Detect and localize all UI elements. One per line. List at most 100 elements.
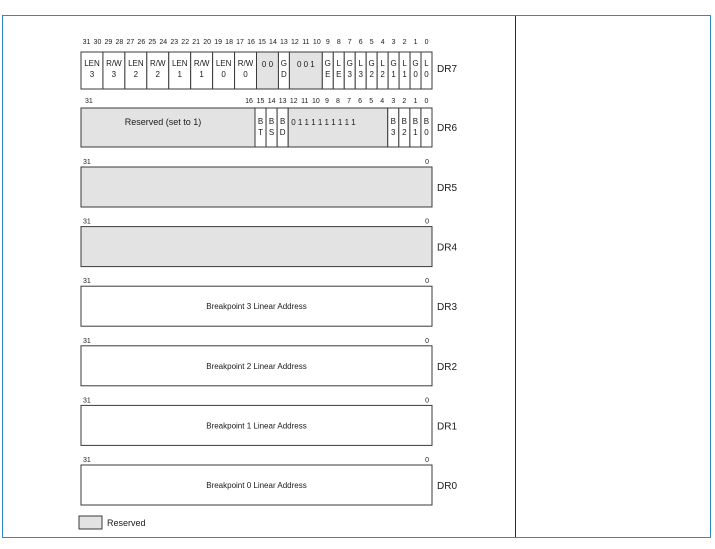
dr0-register-name: DR0 [437,481,457,492]
dr7-bit-number-23: 23 [170,39,178,46]
dr6-field-label-top-6: B [402,117,407,126]
dr6-bit-number-16: 16 [245,98,253,105]
dr1-register-name: DR1 [437,421,457,432]
column-divider [515,16,516,537]
dr7-bit-number-16: 16 [247,39,255,46]
dr7-field-label-bottom-19: 0 [413,70,418,79]
dr7-bit-number-17: 17 [236,39,244,46]
dr7-field-label-bottom-15: 2 [369,70,374,79]
dr7-field-label-top-17: G [390,59,396,68]
dr7-field-label-top-7: R/W [238,59,254,68]
dr7-bit-number-27: 27 [126,39,134,46]
dr7-field-label-bottom-12: E [336,70,341,79]
dr0-register-box [80,464,433,506]
dr2-register-name: DR2 [437,362,457,373]
dr2-msb-label: 31 [83,338,91,345]
dr4-msb-label: 31 [83,219,91,226]
dr7-field-label-bottom-9: D [281,70,287,79]
dr6-field-label-top-7: B [413,117,418,126]
dr7-field-label-top-13: G [347,59,353,68]
dr6-bit-number-3: 3 [391,98,395,105]
legend-reserved-label: Reserved [107,518,146,528]
dr6-bit-number-10: 10 [312,98,320,105]
dr4-lsb-label: 0 [425,219,429,226]
dr7-field-label-top-11: G [325,59,331,68]
dr6-field-label-top-1: B [258,117,263,126]
dr7-register-name: DR7 [437,64,457,75]
dr6-field-label-top-3: B [280,117,285,126]
dr6-field-label-4: 0 1 1 1 1 1 1 1 1 1 [291,118,356,127]
dr6-bit-number-14: 14 [268,98,276,105]
dr3-lsb-label: 0 [425,278,429,285]
dr7-bit-number-6: 6 [359,39,363,46]
dr7-bit-number-24: 24 [159,39,167,46]
dr2-lsb-label: 0 [425,338,429,345]
dr7-field-label-top-18: L [402,59,407,68]
dr6-bit-number-4: 4 [380,98,384,105]
dr7-bit-number-22: 22 [181,39,189,46]
dr6-field-cell-0 [80,107,256,148]
dr7-bit-number-8: 8 [337,39,341,46]
dr7-field-label-bottom-6: 0 [221,70,226,79]
dr6-field-label-bottom-7: 1 [413,128,418,137]
dr6-bit-number-9: 9 [325,98,329,105]
dr7-bit-number-19: 19 [214,39,222,46]
dr7-field-label-top-6: LEN [216,59,232,68]
dr7-field-label-bottom-3: 2 [156,70,161,79]
dr6-field-label-top-2: B [269,117,274,126]
dr7-bit-number-26: 26 [137,39,145,46]
dr4-register-box [80,226,433,268]
dr6-bit-number-0: 0 [425,98,429,105]
dr6-bit-number-7: 7 [347,98,351,105]
dr7-field-label-top-20: L [424,59,429,68]
dr6-bit-number-6: 6 [358,98,362,105]
dr7-field-label-top-19: G [412,59,418,68]
dr7-bit-number-5: 5 [370,39,374,46]
dr7-field-label-top-3: R/W [150,59,166,68]
dr7-bit-number-10: 10 [313,39,321,46]
dr7-field-label-top-2: LEN [128,59,144,68]
dr7-bit-number-4: 4 [381,39,385,46]
dr7-bit-number-13: 13 [280,39,288,46]
dr7-field-label-bottom-5: 1 [199,70,204,79]
dr7-bit-number-12: 12 [291,39,299,46]
dr1-register-box [80,404,433,446]
dr6-field-cell-8 [420,107,433,148]
dr7-field-label-top-1: R/W [106,59,122,68]
dr7-field-label-top-5: R/W [194,59,210,68]
dr7-field-label-bottom-20: 0 [424,70,429,79]
dr0-register-label: Breakpoint 0 Linear Address [206,481,307,490]
dr6-bit-number-1: 1 [413,98,417,105]
dr7-bit-number-1: 1 [414,39,418,46]
dr7-field-label-top-4: LEN [172,59,188,68]
dr4-register-name: DR4 [437,243,457,254]
dr1-lsb-label: 0 [425,397,429,404]
dr7-bit-number-30: 30 [94,39,102,46]
dr6-bit-number-8: 8 [336,98,340,105]
dr7-bit-number-21: 21 [192,39,200,46]
dr0-msb-label: 31 [83,457,91,464]
legend-reserved-swatch [78,515,103,530]
dr0-lsb-label: 0 [425,457,429,464]
dr7-field-label-bottom-18: 1 [402,70,407,79]
dr7-bit-number-29: 29 [105,39,113,46]
figure-frame [2,15,711,538]
dr7-bit-number-3: 3 [392,39,396,46]
dr7-field-label-bottom-1: 3 [112,70,117,79]
dr7-field-label-8: 0 0 [262,60,274,69]
dr7-bit-number-7: 7 [348,39,352,46]
dr7-field-label-bottom-11: E [325,70,330,79]
dr3-msb-label: 31 [83,278,91,285]
dr6-field-label-bottom-2: S [269,128,274,137]
dr2-register-box [80,345,433,387]
